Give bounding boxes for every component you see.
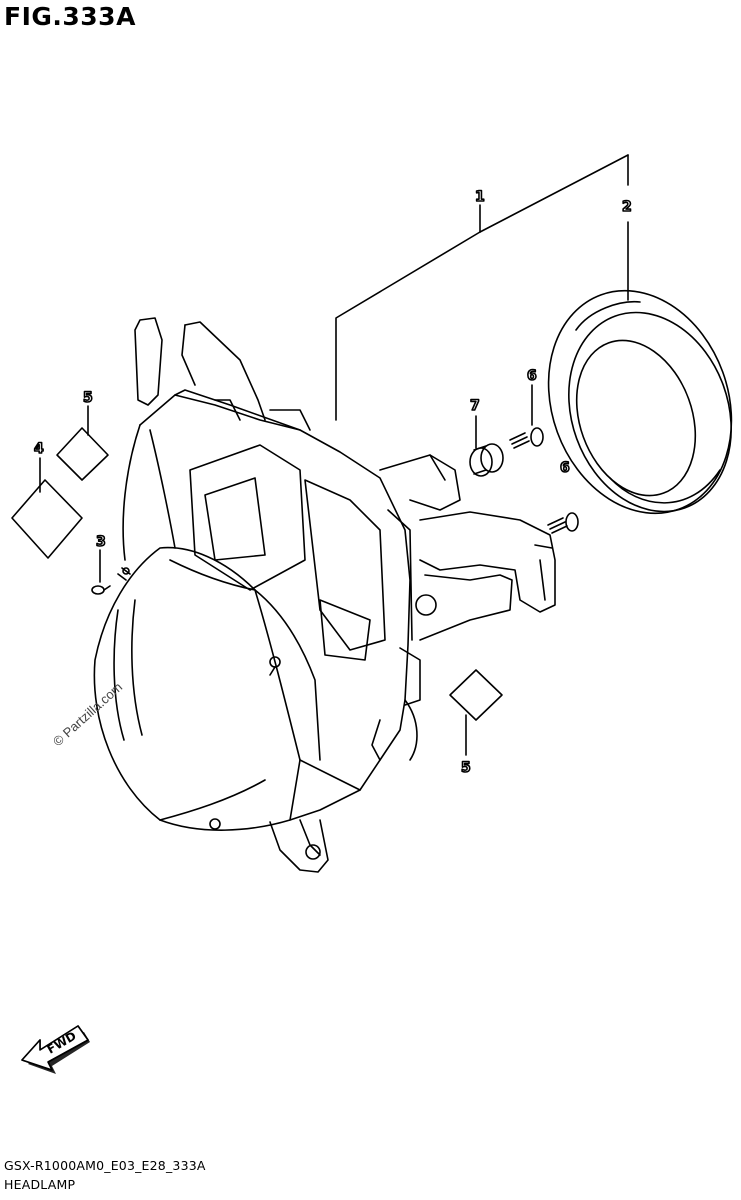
callout-1: 1 xyxy=(475,189,485,205)
screw-lower xyxy=(547,512,579,534)
sticker-5-upper xyxy=(56,427,109,481)
sticker-5-lower xyxy=(449,669,503,721)
grommet xyxy=(469,443,504,477)
callout-5-upper: 5 xyxy=(83,390,93,406)
callout-7: 7 xyxy=(470,398,480,414)
clip xyxy=(91,585,111,595)
lower-stay xyxy=(269,819,329,873)
callout-2: 2 xyxy=(622,199,632,215)
callout-4: 4 xyxy=(34,441,44,457)
footer-name: HEADLAMP xyxy=(4,1177,76,1192)
headlamp-lens xyxy=(93,546,301,831)
callout-6-upper: 6 xyxy=(527,368,537,384)
footer-code: GSX-R1000AM0_E03_E28_333A xyxy=(4,1158,206,1173)
leader-lines xyxy=(335,154,629,421)
rim-ring xyxy=(547,289,733,515)
sticker-4 xyxy=(11,479,83,559)
upper-bracket xyxy=(134,317,311,431)
callout-3: 3 xyxy=(96,534,106,550)
fwd-arrow: FWD xyxy=(21,1025,90,1074)
figure-title: FIG.333A xyxy=(4,2,136,31)
rear-stay xyxy=(379,454,556,641)
short-leaders xyxy=(39,384,533,756)
headlamp-housing xyxy=(117,389,421,830)
callout-6-lower: 6 xyxy=(560,460,570,476)
callout-5-lower: 5 xyxy=(461,760,471,776)
screw-upper xyxy=(509,427,544,449)
